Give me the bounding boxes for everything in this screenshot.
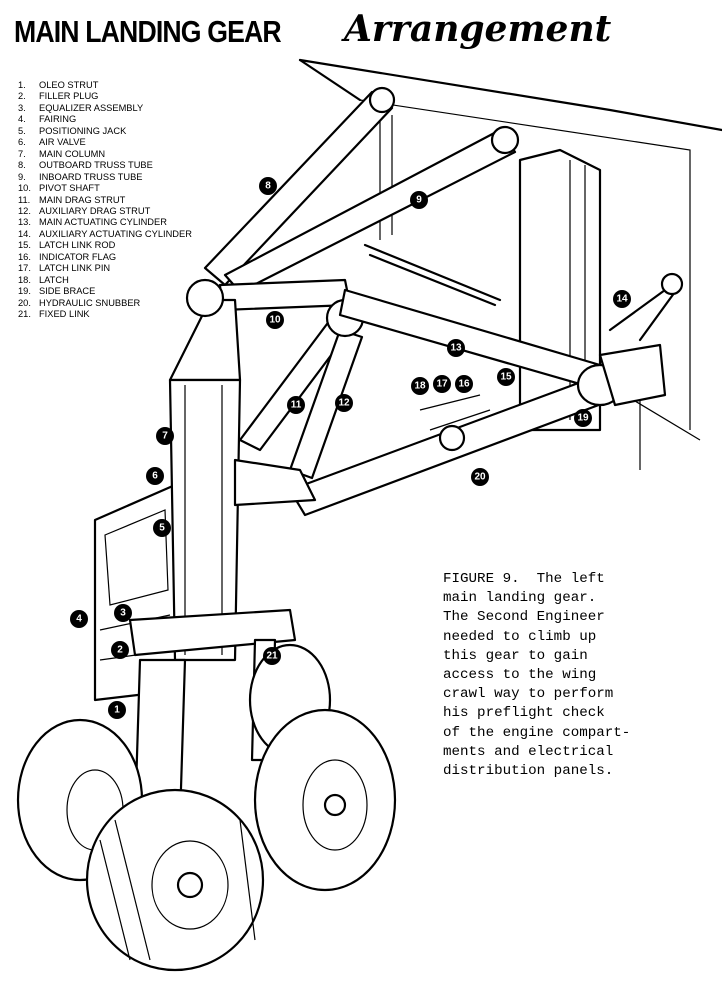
legend-item: 2.FILLER PLUG [18, 91, 99, 102]
legend-item: 12.AUXILIARY DRAG STRUT [18, 205, 151, 216]
callout-18: 18 [411, 377, 429, 395]
svg-text:14: 14 [616, 294, 628, 305]
svg-text:19: 19 [577, 413, 589, 424]
callout-1: 1 [108, 701, 126, 719]
title-italic: Arrangement [344, 8, 612, 50]
svg-text:17: 17 [436, 379, 448, 390]
svg-text:3: 3 [120, 608, 126, 619]
wheels [16, 643, 397, 972]
legend-item: 19.SIDE BRACE [18, 286, 96, 297]
legend-item: 20.HYDRAULIC SNUBBER [18, 297, 141, 308]
legend-item: 9.INBOARD TRUSS TUBE [18, 171, 143, 182]
callout-4: 4 [70, 610, 88, 628]
svg-text:4: 4 [76, 614, 82, 625]
legend-item: 13.MAIN ACTUATING CYLINDER [18, 217, 167, 228]
svg-text:15: 15 [500, 372, 512, 383]
main-column [168, 278, 317, 662]
legend-item: 21.FIXED LINK [18, 309, 90, 320]
truss-tubes [203, 86, 520, 294]
svg-text:10: 10 [269, 315, 281, 326]
callout-9: 9 [410, 191, 428, 209]
actuating-cylinder-and-side-brace [288, 272, 684, 517]
legend-item: 16.INDICATOR FLAG [18, 251, 117, 262]
legend-item: 7.MAIN COLUMN [18, 148, 106, 159]
figure-title: MAIN LANDING GEAR Arrangement [14, 8, 611, 50]
svg-text:8: 8 [265, 181, 271, 192]
svg-text:6: 6 [152, 471, 158, 482]
legend-item: 6.AIR VALVE [18, 137, 86, 148]
callout-6: 6 [146, 467, 164, 485]
svg-text:20: 20 [474, 472, 486, 483]
svg-text:18: 18 [414, 381, 426, 392]
callout-19: 19 [574, 409, 592, 427]
svg-text:5: 5 [159, 523, 165, 534]
callout-2: 2 [111, 641, 129, 659]
callout-10: 10 [266, 311, 284, 329]
svg-text:16: 16 [458, 379, 470, 390]
legend-item: 3.EQUALIZER ASSEMBLY [18, 102, 144, 113]
callout-20: 20 [471, 468, 489, 486]
callout-17: 17 [433, 375, 451, 393]
legend-item: 15.LATCH LINK ROD [18, 240, 116, 251]
legend-item: 11.MAIN DRAG STRUT [18, 194, 126, 205]
legend-item: 10.PIVOT SHAFT [18, 183, 100, 194]
callout-21: 21 [263, 647, 281, 665]
legend-item: 17.LATCH LINK PIN [18, 263, 111, 274]
callout-5: 5 [153, 519, 171, 537]
svg-text:2: 2 [117, 645, 123, 656]
callout-14: 14 [613, 290, 631, 308]
legend-item: 8.OUTBOARD TRUSS TUBE [18, 160, 153, 171]
callout-16: 16 [455, 375, 473, 393]
svg-text:11: 11 [291, 400, 302, 411]
callout-3: 3 [114, 604, 132, 622]
legend-item: 4.FAIRING [18, 114, 77, 125]
callout-11: 11 [287, 396, 305, 414]
callout-12: 12 [335, 394, 353, 412]
callout-13: 13 [447, 339, 465, 357]
svg-text:7: 7 [162, 431, 168, 442]
legend-item: 5.POSITIONING JACK [18, 125, 127, 136]
svg-text:12: 12 [338, 398, 350, 409]
legend-item: 14.AUXILIARY ACTUATING CYLINDER [18, 228, 192, 239]
svg-text:13: 13 [450, 343, 462, 354]
legend-item: 18.LATCH [18, 274, 69, 285]
callout-8: 8 [259, 177, 277, 195]
callout-15: 15 [497, 368, 515, 386]
svg-text:21: 21 [266, 651, 278, 662]
svg-text:1: 1 [114, 705, 120, 716]
title-main: MAIN LANDING GEAR [14, 14, 282, 49]
parts-legend: 1.OLEO STRUT 2.FILLER PLUG 3.EQUALIZER A… [18, 80, 192, 321]
svg-text:9: 9 [416, 195, 422, 206]
legend-item: 1.OLEO STRUT [18, 80, 99, 90]
callout-7: 7 [156, 427, 174, 445]
